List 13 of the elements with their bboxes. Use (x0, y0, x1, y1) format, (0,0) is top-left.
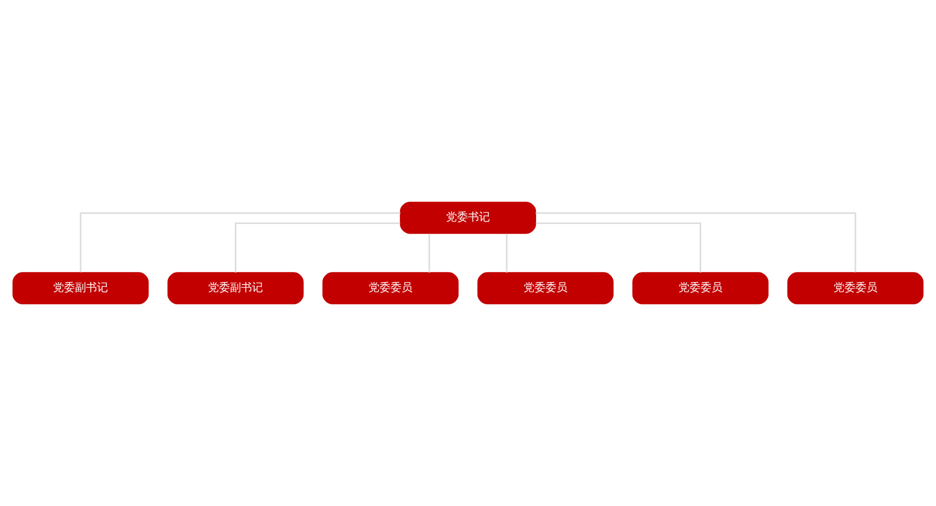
connector (536, 222, 702, 272)
connector (506, 234, 508, 273)
node-box: 党委委员 (787, 272, 924, 304)
connector (234, 222, 400, 272)
node-box: 党委书记 (400, 202, 536, 234)
connector (80, 212, 400, 272)
connector (536, 212, 856, 272)
node-box: 党委委员 (477, 272, 614, 304)
node-box: 党委委员 (322, 272, 459, 304)
node-box: 党委副书记 (167, 272, 304, 304)
node-box: 党委副书记 (12, 272, 149, 304)
connector (428, 234, 430, 273)
node-box: 党委委员 (632, 272, 769, 304)
